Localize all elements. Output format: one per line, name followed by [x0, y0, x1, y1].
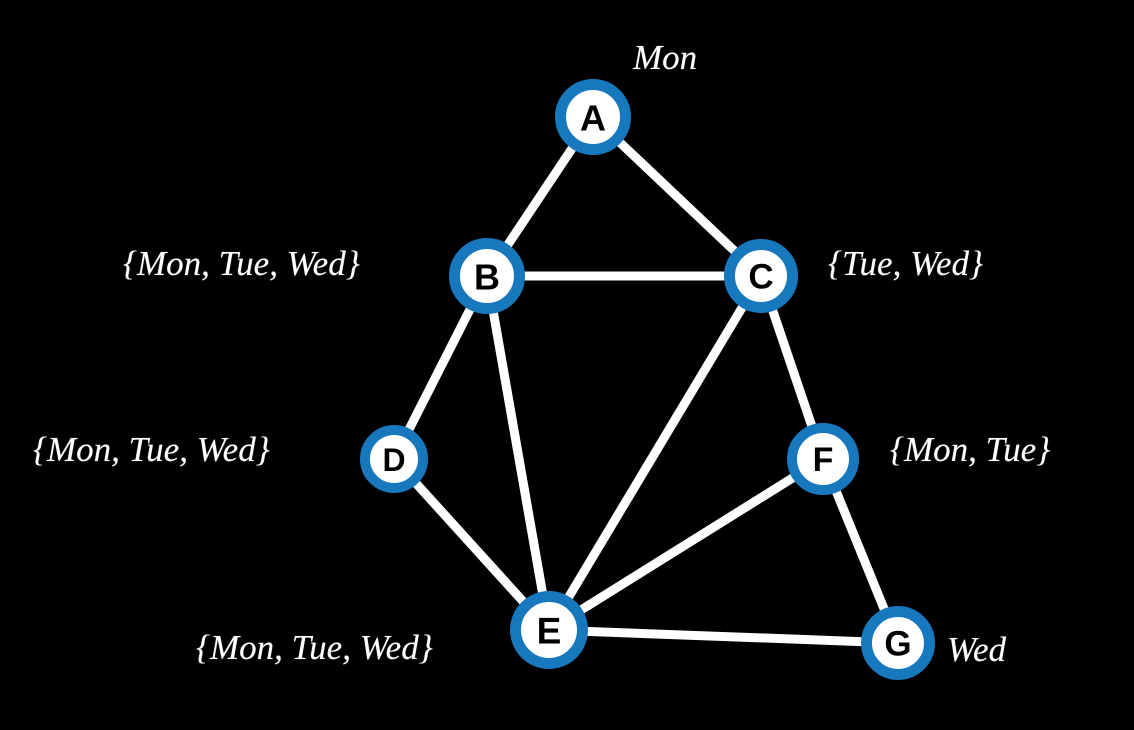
graph-edge-e-g [544, 625, 903, 648]
domain-label-c: {Tue, Wed} [828, 244, 984, 283]
graph-node-d[interactable]: D [360, 425, 428, 493]
node-letter-a: A [580, 98, 606, 139]
graph-node-a[interactable]: A [555, 79, 631, 155]
domain-label-f: {Mon, Tue} [890, 430, 1051, 469]
graph-node-b[interactable]: B [449, 238, 525, 314]
node-circle-g [861, 606, 935, 680]
node-circle-b [449, 238, 525, 314]
graph-node-g[interactable]: G [861, 606, 935, 680]
graph-edge-b-e [482, 271, 554, 635]
node-circle-a [555, 79, 631, 155]
domain-label-e: {Mon, Tue, Wed} [196, 628, 433, 667]
domain-label-a: Mon [633, 38, 698, 77]
graph-edge-e-f [544, 454, 828, 635]
domain-label-d: {Mon, Tue, Wed} [33, 430, 270, 469]
domain-label-b: {Mon, Tue, Wed} [123, 244, 360, 283]
node-circle-e [510, 591, 588, 669]
node-letter-b: B [474, 257, 500, 298]
node-circle-c [724, 239, 798, 313]
node-letter-c: C [748, 258, 773, 297]
domain-label-g: Wed [947, 630, 1006, 669]
graph-edge-a-c [588, 112, 766, 281]
node-letter-g: G [884, 625, 911, 664]
node-letter-d: D [382, 442, 405, 478]
node-letter-e: E [537, 611, 562, 652]
nodes-layer: A B C D E F G [360, 79, 935, 680]
graph-node-c[interactable]: C [724, 239, 798, 313]
node-letter-f: F [813, 441, 834, 479]
edges-layer [389, 112, 903, 648]
graph-edge-c-e [544, 271, 766, 635]
node-circle-d [360, 425, 428, 493]
graph-node-e[interactable]: E [510, 591, 588, 669]
graph-node-f[interactable]: F [787, 423, 859, 495]
node-circle-f [787, 423, 859, 495]
